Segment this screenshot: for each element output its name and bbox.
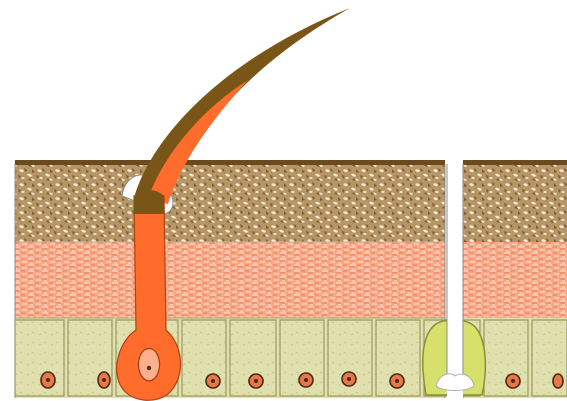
stratum-corneum-right <box>463 164 567 242</box>
dermal-papilla <box>138 349 159 382</box>
nucleus <box>553 374 563 388</box>
surface-line-right <box>463 160 567 165</box>
surface-line-left <box>15 160 445 165</box>
sweat-pore-base <box>436 374 474 391</box>
upper-dermis-left <box>15 242 445 318</box>
papilla-nucleus <box>147 366 151 370</box>
sweat-duct <box>447 160 463 398</box>
hair-root-shade <box>134 190 164 214</box>
upper-dermis-right <box>463 242 567 318</box>
stratum-corneum-left <box>15 164 445 242</box>
